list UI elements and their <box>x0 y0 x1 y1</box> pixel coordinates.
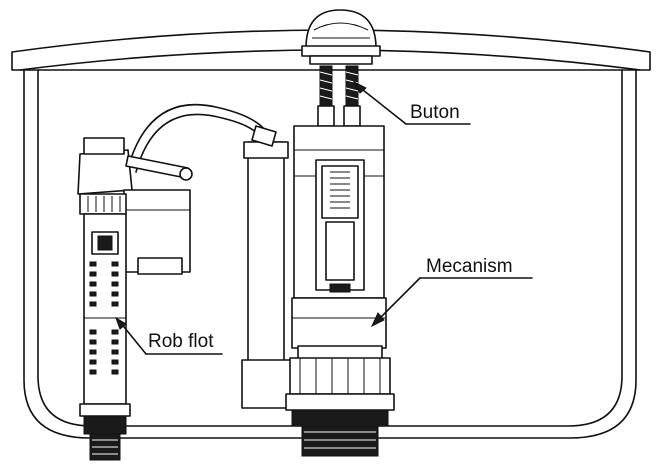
flush-mechanism <box>127 103 395 457</box>
refill-hose <box>127 103 271 169</box>
label-button-text: Buton <box>410 102 460 123</box>
button-push-rods <box>317 65 361 127</box>
label-float-valve: Rob flot <box>115 316 223 355</box>
label-float-valve-text: Rob flot <box>148 331 214 352</box>
valve-head <box>77 149 133 195</box>
label-button: Buton <box>352 80 471 125</box>
float-arm <box>125 155 189 179</box>
overflow-tube <box>247 141 285 365</box>
label-mechanism-text: Mecanism <box>426 256 513 277</box>
label-mechanism: Mecanism <box>370 256 533 328</box>
flush-button-assembly <box>301 9 381 127</box>
fill-valve <box>77 137 193 461</box>
